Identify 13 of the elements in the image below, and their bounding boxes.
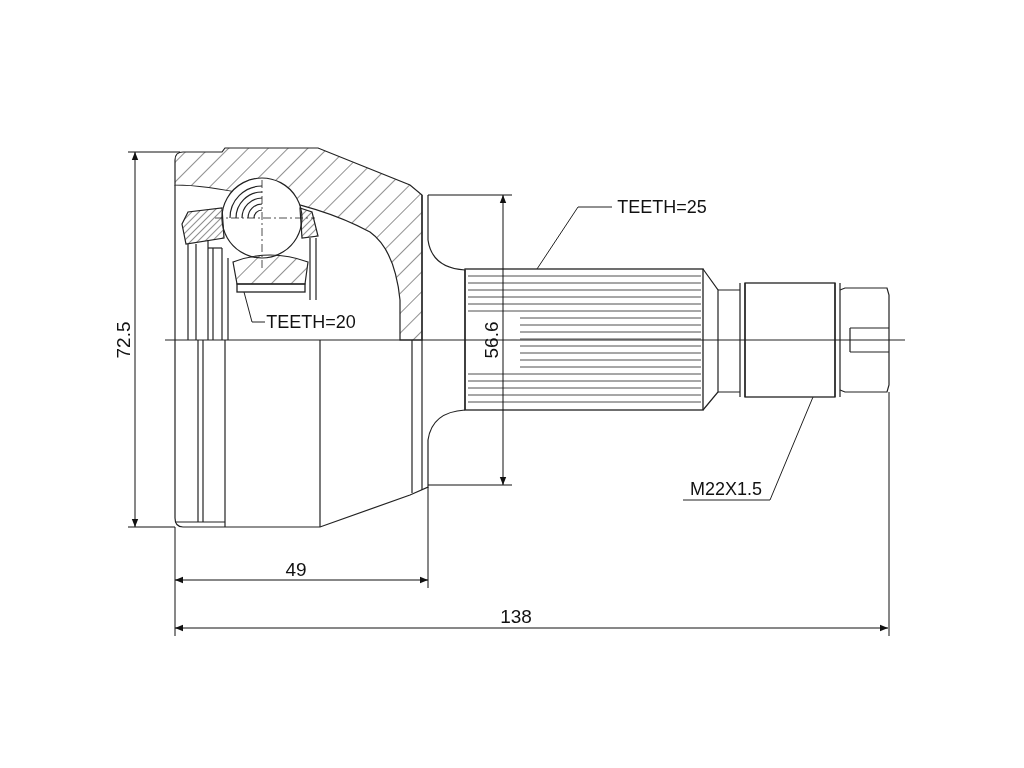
callout-text: M22X1.5 bbox=[683, 478, 769, 500]
callout-text: TEETH=25 bbox=[612, 196, 712, 218]
leader-line bbox=[682, 396, 814, 501]
splined-shaft bbox=[464, 268, 704, 411]
dimension-label: 138 bbox=[499, 606, 533, 628]
inner-race-splines bbox=[236, 283, 306, 293]
dimension-label: 56.6 bbox=[481, 320, 503, 360]
dimension-label: 49 bbox=[284, 559, 308, 581]
dimension-label: 72.5 bbox=[113, 320, 135, 360]
callout-text: TEETH=20 bbox=[265, 311, 357, 333]
threaded-section bbox=[744, 282, 836, 398]
leader-line bbox=[243, 291, 266, 323]
leader-line bbox=[536, 206, 613, 270]
